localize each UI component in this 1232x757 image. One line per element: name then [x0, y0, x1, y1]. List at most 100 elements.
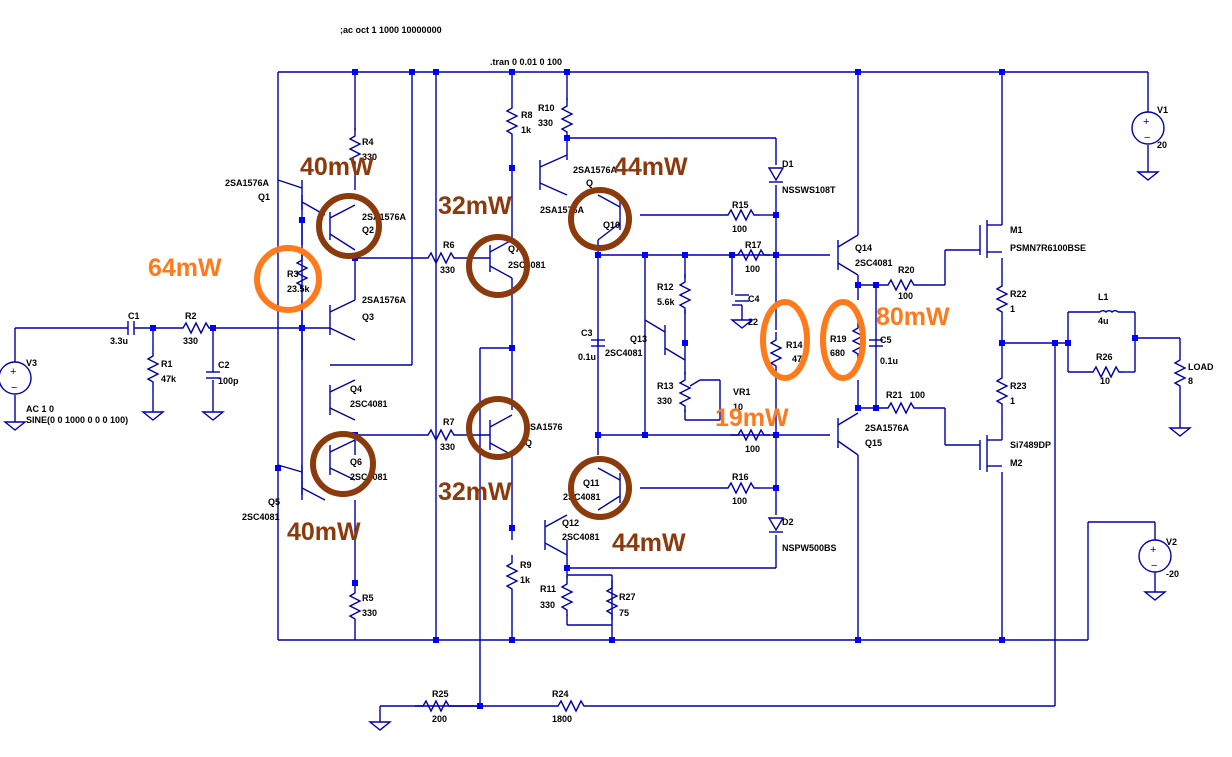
inductor-l1 [1099, 310, 1119, 314]
q14-part: 2SC4081 [855, 258, 893, 268]
l1-name: L1 [1098, 292, 1109, 302]
m2-name: M2 [1010, 458, 1023, 468]
r10-value: 330 [538, 118, 553, 128]
r2-name: R2 [185, 311, 197, 321]
q1-part: 2SA1576A [225, 178, 270, 188]
load-name: LOAD [1188, 362, 1214, 372]
power-label-q10: 44mW [614, 153, 688, 181]
m1-name: M1 [1010, 225, 1023, 235]
highlight-q9 [466, 396, 530, 460]
r14-name: R14 [786, 340, 803, 350]
r22-value: 1 [1010, 304, 1015, 314]
r25-name: R25 [432, 689, 449, 699]
d1-name: D1 [782, 159, 794, 169]
c3-value: 0.1u [578, 352, 596, 362]
v3-ac: AC 1 0 [26, 404, 54, 414]
q15-part: 2SA1576A [865, 423, 910, 433]
svg-text:−: − [11, 382, 17, 394]
svg-text:+: + [10, 366, 16, 378]
r22-name: R22 [1010, 289, 1027, 299]
v2-value: -20 [1166, 569, 1179, 579]
r11-name: R11 [540, 584, 556, 594]
svg-text:+: + [1143, 116, 1149, 128]
r18-value: 100 [745, 444, 760, 454]
r1-value: 47k [161, 374, 177, 384]
q12-part: 2SC4081 [562, 532, 600, 542]
r11-value: 330 [540, 600, 555, 610]
r23-name: R23 [1010, 381, 1027, 391]
v1-name: V1 [1157, 105, 1168, 115]
r3-value: 23.5k [287, 284, 311, 294]
power-label-r3: 64mW [148, 254, 222, 282]
power-label-q11: 44mW [612, 529, 686, 557]
m1-part: PSMN7R6100BSE [1010, 243, 1086, 253]
highlight-r3 [254, 245, 322, 313]
r16-name: R16 [732, 472, 749, 482]
power-label-r19: 80mW [876, 303, 950, 331]
q10-part: 2SA1576A [540, 205, 585, 215]
r19-name: R19 [830, 334, 847, 344]
vr1-value: 10 [733, 402, 743, 412]
highlight-r14 [760, 299, 810, 381]
capacitors [127, 294, 883, 379]
r5-value: 330 [362, 608, 377, 618]
power-label-r14: 19mW [715, 404, 789, 432]
c4-name: C4 [748, 294, 760, 304]
highlight-q11 [568, 456, 632, 520]
r23-value: 1 [1010, 396, 1015, 406]
c2-value: 100p [218, 376, 239, 386]
v2-name: V2 [1166, 537, 1177, 547]
r1-name: R1 [161, 359, 173, 369]
component-labels: ;ac oct 1 1000 10000000 .tran 0 0.01 0 1… [26, 25, 1214, 724]
c5-name: C5 [880, 335, 892, 345]
r6-value: 330 [440, 265, 455, 275]
r7-value: 330 [440, 442, 455, 452]
q2-name: Q2 [362, 225, 374, 235]
load-value: 8 [1188, 376, 1193, 386]
r2-value: 330 [183, 336, 198, 346]
q5-name: Q5 [268, 497, 280, 507]
q14-name: Q14 [855, 243, 872, 253]
r17-value: 100 [745, 264, 760, 274]
r26-value: 10 [1100, 376, 1110, 386]
highlight-q2 [316, 193, 382, 259]
r19-value: 680 [830, 348, 845, 358]
transistor-symbols [277, 154, 1003, 556]
highlight-q7 [466, 234, 530, 298]
d2-name: D2 [782, 517, 794, 527]
power-label-q7: 32mW [438, 192, 512, 220]
r12-name: R12 [657, 282, 674, 292]
ac-directive: ;ac oct 1 1000 10000000 [340, 25, 442, 35]
r10-name: R10 [538, 103, 555, 113]
power-label-q2: 40mW [300, 153, 374, 181]
d1-part: NSSWS108T [782, 185, 836, 195]
r14-value: 47 [792, 354, 802, 364]
q9-name: Q [525, 438, 532, 448]
q3-part: 2SA1576A [362, 295, 407, 305]
r5-name: R5 [362, 593, 374, 603]
r24-name: R24 [552, 689, 569, 699]
q8-part: 2SA1576A [573, 165, 618, 175]
q11-part: 2SC4081 [563, 492, 601, 502]
r4-value: 330 [362, 152, 377, 162]
c4-value: 22 [748, 317, 758, 327]
v1-value: 20 [1157, 140, 1167, 150]
r9-name: R9 [520, 560, 532, 570]
r15-value: 100 [732, 224, 747, 234]
d2-part: NSPW500BS [782, 543, 837, 553]
q10-name: Q10 [603, 220, 620, 230]
c1-value: 3.3u [110, 336, 128, 346]
r16-value: 100 [732, 496, 747, 506]
r7-name: R7 [443, 417, 455, 427]
power-label-q9: 32mW [438, 478, 512, 506]
vr1-name: VR1 [733, 387, 751, 397]
q13-name: Q13 [630, 334, 647, 344]
q11-name: Q11 [583, 478, 600, 488]
q7-name: Q7 [508, 244, 520, 254]
l1-value: 4u [1098, 316, 1109, 326]
r8-name: R8 [521, 110, 533, 120]
highlight-q10 [568, 187, 632, 251]
r20-name: R20 [898, 265, 915, 275]
r4-name: R4 [362, 137, 374, 147]
